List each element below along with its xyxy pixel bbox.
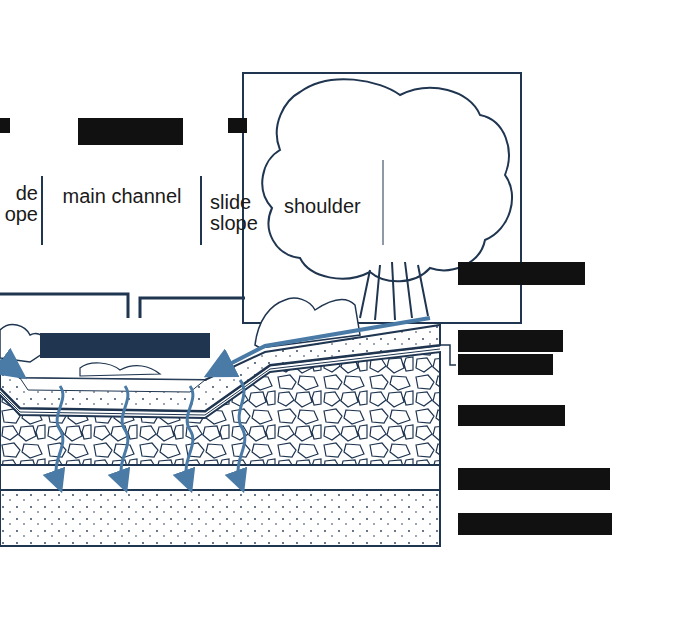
zone-label: main channel bbox=[62, 186, 182, 207]
zone-label: de ope bbox=[2, 183, 38, 225]
zone-label: slide slope bbox=[210, 192, 276, 234]
zone-label: shoulder bbox=[284, 196, 380, 217]
